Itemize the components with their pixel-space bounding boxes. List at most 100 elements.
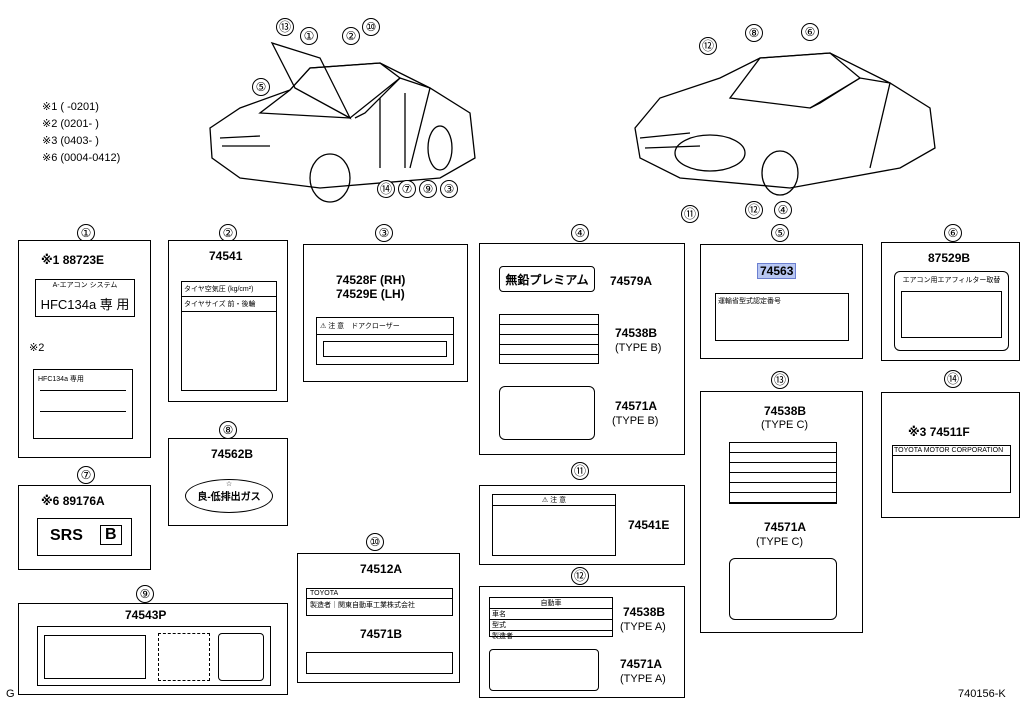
p4-unleaded-text: 無鉛プレミアム: [505, 273, 589, 287]
panel-5-number: ⑤: [771, 224, 789, 242]
p1-mini-label: HFC134a 専用: [33, 369, 133, 439]
p2-row1a: タイヤ空気圧: [184, 286, 226, 293]
applicability-notes: ※1 ( -0201) ※2 (0201- ) ※3 (0403- ) ※6 (…: [42, 100, 120, 168]
p4-spec-label: [499, 314, 599, 364]
p10-row1: TOYOTA: [307, 589, 452, 599]
panel-7: ※6 89176A SRS B: [18, 485, 151, 570]
p10-row2b: 関東自動車工業株式会社: [338, 602, 415, 609]
p13-blank-label: [729, 558, 837, 620]
p10-row2a: 製造者: [310, 602, 331, 609]
panel-8-number: ⑧: [219, 421, 237, 439]
p6-part-number[interactable]: 87529B: [928, 251, 971, 265]
p3-text: ドアクローザー: [351, 323, 400, 330]
panel-4: 無鉛プレミアム 74579A 74538B (TYPE B) 74571A (T…: [479, 243, 685, 455]
panel-13-number: ⑬: [771, 371, 789, 389]
p2-row2a: タイヤサイズ: [184, 301, 226, 308]
p10-maker-label: TOYOTA 製造者｜関東自動車工業株式会社: [306, 588, 453, 616]
p3-label: ⚠ 注 意 ドアクローザー: [316, 317, 454, 365]
callout-1-front: ①: [300, 27, 318, 45]
p4-blank-label: [499, 386, 595, 440]
p13-part-number-2[interactable]: 74571A: [764, 520, 807, 534]
p1-part-number[interactable]: 88723E: [62, 253, 105, 267]
p4-part-number-2[interactable]: 74538B: [615, 326, 658, 340]
callout-14-front: ⑭: [377, 180, 395, 198]
callout-12-rear-bottom: ⑫: [745, 201, 763, 219]
note-4: ※6 (0004-0412): [42, 152, 121, 164]
p7-part-number[interactable]: 89176A: [62, 494, 105, 508]
p9-part-number[interactable]: 74543P: [125, 608, 167, 622]
p5-part-number[interactable]: 74563: [757, 263, 797, 279]
p8-part-number[interactable]: 74562B: [211, 447, 254, 461]
p12-part-number-1[interactable]: 74538B: [623, 605, 666, 619]
p12-row1: 車名: [490, 609, 612, 620]
p6-label-text: エアコン用エアフィルター取替: [902, 277, 1001, 284]
p12-sub-1: (TYPE A): [620, 621, 666, 633]
p13-sub-2: (TYPE C): [756, 536, 804, 548]
p2-part-number[interactable]: 74541: [209, 249, 243, 263]
p4-part-number-3[interactable]: 74571A: [615, 399, 658, 413]
p4-part-number-1[interactable]: 74579A: [610, 274, 653, 288]
p12-row2: 型式: [490, 620, 612, 631]
callout-3-front: ③: [440, 180, 458, 198]
panel-5: 74563 運輸省型式認定番号: [700, 244, 863, 359]
note-3: ※3 (0403- ): [42, 135, 99, 147]
note-1: ※1 ( -0201): [42, 101, 99, 113]
panel-7-number: ⑦: [77, 466, 95, 484]
p10-blank-label: [306, 652, 453, 674]
p13-sub-1: (TYPE C): [761, 419, 809, 431]
p3-part-number-rh[interactable]: 74528F (RH): [336, 273, 406, 287]
note-2: ※2 (0201- ): [42, 118, 99, 130]
callout-9-front: ⑨: [419, 180, 437, 198]
panel-3: 74528F (RH) 74529E (LH) ⚠ 注 意 ドアクローザー: [303, 244, 468, 382]
callout-11-rear: ⑪: [681, 205, 699, 223]
panel-4-number: ④: [571, 224, 589, 242]
p10-part-number-2[interactable]: 74571B: [360, 627, 403, 641]
p11-part-number[interactable]: 74541E: [628, 518, 670, 532]
p11-label: ⚠ 注 意: [492, 494, 616, 556]
p1-mini-text: HFC134a 専用: [38, 376, 84, 383]
p9-label: [37, 626, 271, 686]
p12-row3: 製造者: [492, 633, 513, 640]
p14-part-number[interactable]: 74511F: [929, 425, 970, 439]
p7-b-text: B: [100, 525, 122, 545]
p1-label-text: HFC134a 専 用: [40, 297, 130, 312]
panel-9-number: ⑨: [136, 585, 154, 603]
panel-8: 74562B ☆ 良-低排出ガス: [168, 438, 288, 526]
p3-part-number-lh[interactable]: 74529E (LH): [336, 287, 405, 301]
callout-13-front: ⑬: [276, 18, 294, 36]
panel-14: ※3 74511F TOYOTA MOTOR CORPORATION: [881, 392, 1020, 518]
p1-note2: ※2: [29, 342, 45, 354]
p6-label: エアコン用エアフィルター取替: [894, 271, 1009, 351]
p13-part-number-1[interactable]: 74538B: [764, 404, 807, 418]
panel-12: 自動車 車名 型式 製造者 74538B (TYPE A) 74571A (TY…: [479, 586, 685, 698]
footer-right: 740156-K: [958, 688, 1006, 700]
p11-warn: 注 意: [550, 497, 567, 504]
footer-left: G: [6, 688, 15, 700]
p12-part-number-2[interactable]: 74571A: [620, 657, 663, 671]
panel-13: 74538B (TYPE C) 74571A (TYPE C): [700, 391, 863, 633]
p10-part-number-1[interactable]: 74512A: [360, 562, 403, 576]
p2-row2b: 前・後輪: [227, 301, 256, 308]
panel-11: ⚠ 注 意 74541E: [479, 485, 685, 565]
callout-10-front: ⑩: [362, 18, 380, 36]
panel-12-number: ⑫: [571, 567, 589, 585]
p14-corp: TOYOTA MOTOR CORPORATION: [893, 446, 1010, 456]
callout-7-front: ⑦: [398, 180, 416, 198]
callout-12-rear-top: ⑫: [699, 37, 717, 55]
callout-4-rear: ④: [774, 201, 792, 219]
p14-note: ※3: [908, 425, 927, 439]
p14-label: TOYOTA MOTOR CORPORATION: [892, 445, 1011, 493]
rear-car-illustration: [634, 52, 936, 196]
p2-row1b: (kg/cm²): [227, 286, 254, 293]
panel-1: ※1 88723E A-エアコン システム HFC134a 専 用 ※2 HFC…: [18, 240, 151, 458]
p12-head: 自動車: [490, 598, 612, 609]
p12-sub-2: (TYPE A): [620, 673, 666, 685]
panel-2-number: ②: [219, 224, 237, 242]
callout-8-rear: ⑧: [745, 24, 763, 42]
p5-label-text: 運輸省型式認定番号: [718, 298, 781, 305]
p13-spec-label: [729, 442, 837, 504]
p7-srs-text: SRS: [50, 527, 83, 544]
front-car-illustration: [209, 41, 476, 203]
panel-14-number: ⑭: [944, 370, 962, 388]
p4-unleaded-label: 無鉛プレミアム: [499, 266, 595, 292]
